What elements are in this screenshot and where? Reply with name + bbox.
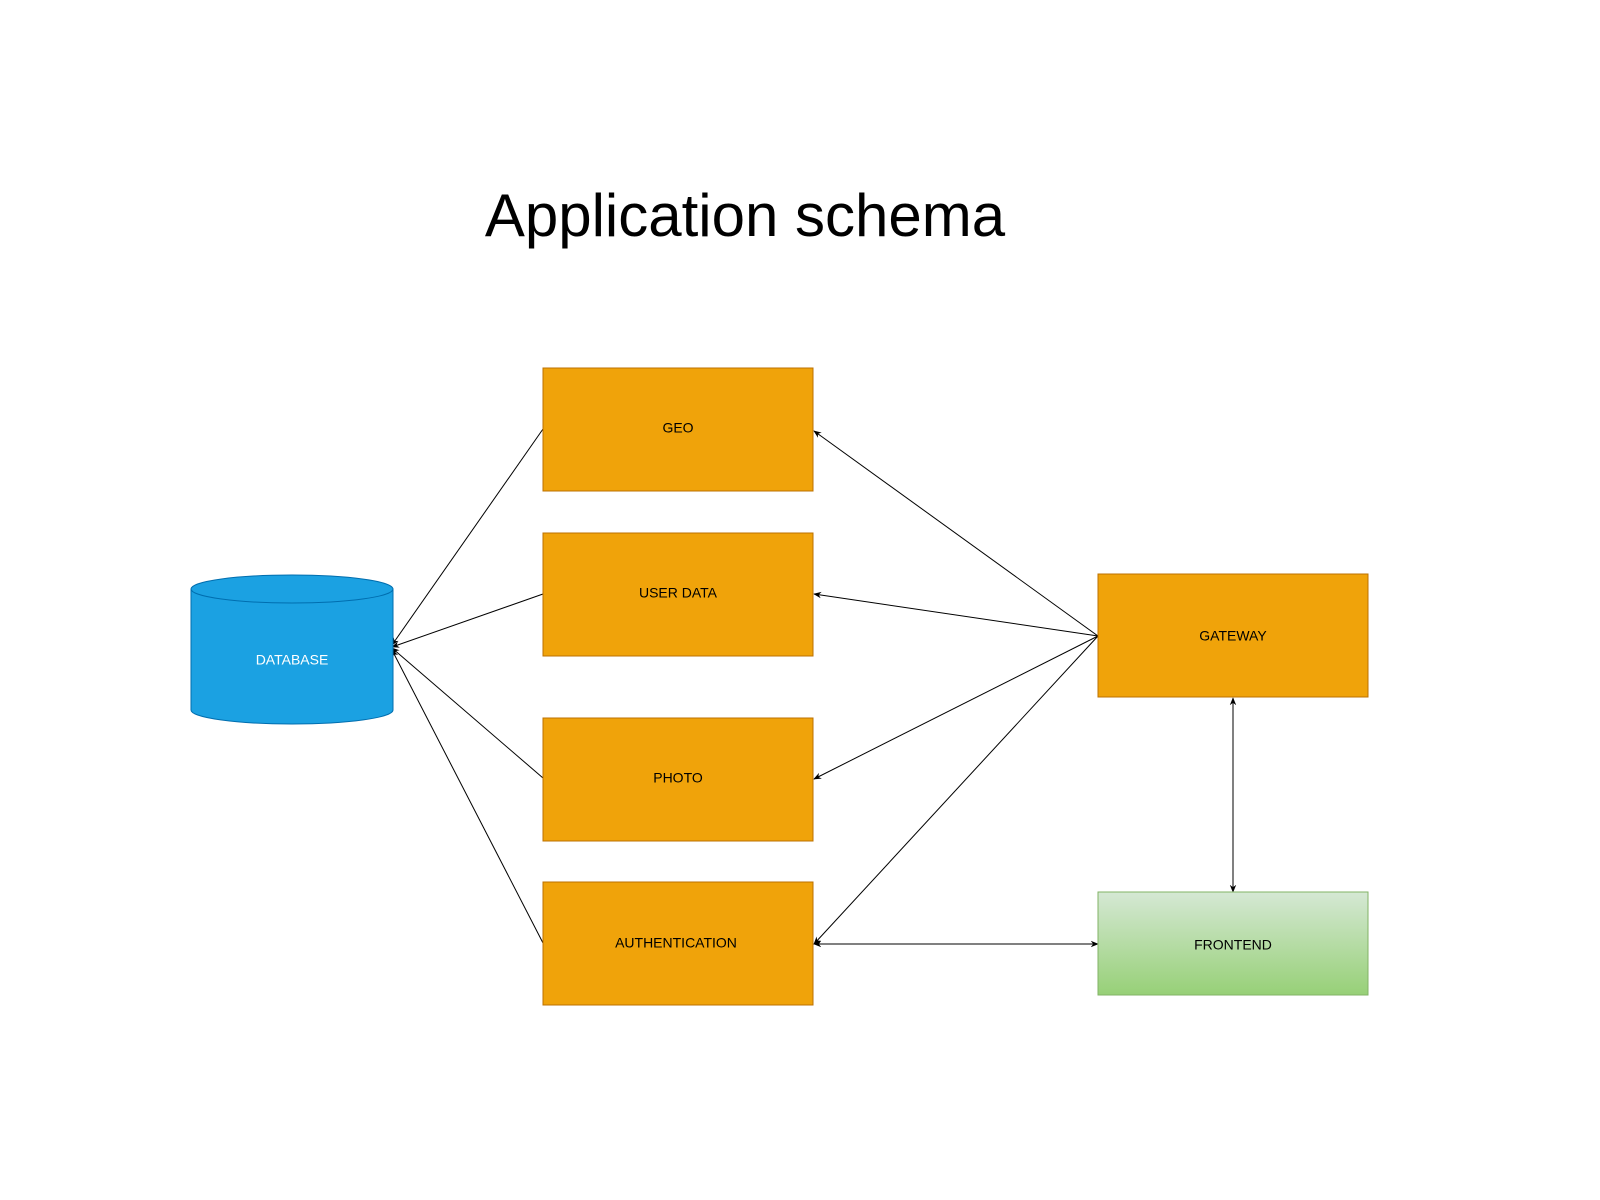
authentication-box (542, 881, 814, 1006)
gateway-box (1097, 573, 1369, 698)
geo-node[interactable]: GEO (542, 367, 814, 492)
gateway-node[interactable]: GATEWAY (1097, 573, 1369, 698)
database-node[interactable]: DATABASE (190, 574, 394, 725)
edge-gateway-to-photo (813, 635, 1099, 780)
database-cylinder-top (190, 574, 394, 604)
photo-node[interactable]: PHOTO (542, 717, 814, 842)
frontend-label: FRONTEND (1194, 937, 1272, 953)
edge-gateway-to-authentication (813, 635, 1099, 945)
edge-geo-to-database (391, 428, 544, 646)
geo-label: GEO (662, 420, 693, 436)
edge-gateway-to-geo (813, 430, 1099, 637)
edge-photo-to-database (391, 647, 544, 779)
photo-box (542, 717, 814, 842)
photo-label: PHOTO (653, 770, 703, 786)
user-data-node[interactable]: USER DATA (542, 532, 814, 657)
authentication-node[interactable]: AUTHENTICATION (542, 881, 814, 1006)
edge-user-data-to-database (391, 593, 544, 648)
database-cylinder-body (190, 588, 394, 725)
database-label: DATABASE (256, 652, 329, 668)
diagram-title: Application schema (484, 182, 1006, 249)
user-data-box (542, 532, 814, 657)
edge-gateway-to-user-data (813, 591, 1099, 637)
edges-group (391, 428, 1237, 948)
user-data-label: USER DATA (639, 585, 718, 601)
frontend-box (1097, 891, 1369, 996)
gateway-label: GATEWAY (1199, 628, 1267, 644)
frontend-node[interactable]: FRONTEND (1097, 891, 1369, 996)
authentication-label: AUTHENTICATION (615, 935, 737, 951)
edge-authentication-to-database (391, 649, 544, 944)
geo-box (542, 367, 814, 492)
